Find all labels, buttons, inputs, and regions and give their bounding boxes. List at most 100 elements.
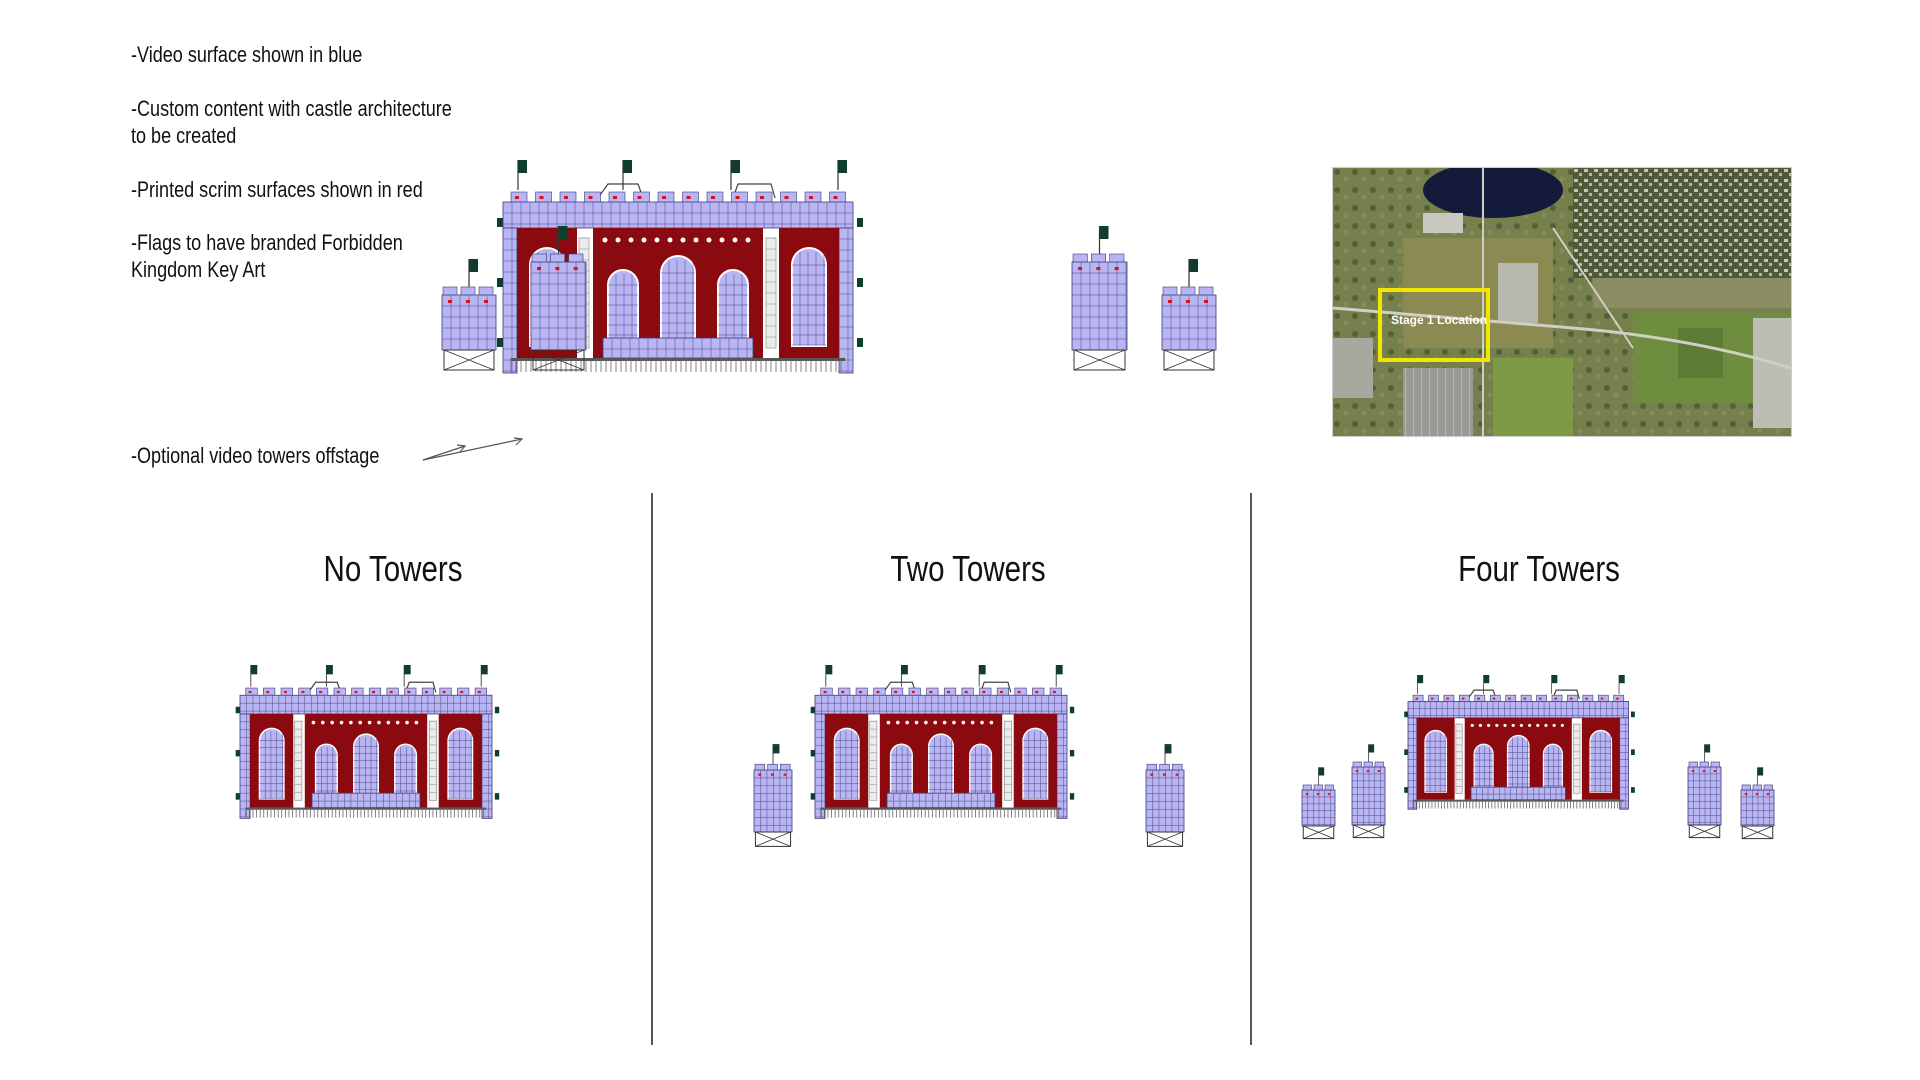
v4-left-arch-video <box>1424 729 1448 793</box>
main-top-flag-3 <box>731 160 740 173</box>
v4-far-left-tower-video <box>1301 789 1336 827</box>
v4-top-video-band <box>1407 701 1629 719</box>
v2-left-arch-video <box>833 727 860 800</box>
v4-far-right-tower-flag <box>1757 767 1764 776</box>
main-right-tower <box>1071 226 1128 371</box>
v0-top-flag-1 <box>250 665 258 675</box>
stage-location-label: Stage 1 Location <box>1391 313 1487 327</box>
v0-left-arch-video <box>258 727 285 800</box>
v4-right-arch-video <box>1589 729 1613 793</box>
v4-top-flag-1 <box>1417 675 1424 684</box>
main-side-flag-4 <box>857 218 863 227</box>
main-center-arch-video-3 <box>717 269 749 359</box>
main-far-left-tower-flag <box>469 259 478 272</box>
v2-right-video-column <box>1056 713 1068 819</box>
v2-top-flag-2 <box>901 665 908 675</box>
main-side-flag-1 <box>497 218 503 227</box>
v0-castle <box>235 665 500 819</box>
v4-left-tower-video <box>1351 766 1386 826</box>
v0-side-flag-2 <box>235 749 240 757</box>
v2-lower-video-band <box>886 792 996 808</box>
v0-side-flag-3 <box>235 793 240 800</box>
heading-four towers: Four Towers <box>1458 548 1620 589</box>
variant-four-towers-rendering <box>1300 675 1800 865</box>
v2-right-arch-video <box>1022 727 1049 800</box>
v4-left-tower <box>1351 744 1386 839</box>
v4-side-flag-2 <box>1404 749 1408 756</box>
heading-two-towers: Two Towers <box>890 548 1046 589</box>
v2-center-arch-video-2 <box>928 733 954 809</box>
v0-right-arch-video <box>447 727 474 800</box>
v4-left-tower-flag <box>1368 744 1375 753</box>
main-top-flag-1 <box>518 160 527 173</box>
main-top-flag-2 <box>623 160 632 173</box>
main-center-arch-video-1 <box>607 269 639 359</box>
v0-top-flag-3 <box>404 665 411 675</box>
v4-side-flag-4 <box>1631 711 1635 718</box>
v0-top-flag-4 <box>481 665 488 675</box>
v0-side-flag-5 <box>494 749 500 757</box>
v2-side-flag-4 <box>1069 706 1075 714</box>
main-far-left-tower <box>441 259 497 371</box>
v0-center-arch-video-2 <box>353 733 379 809</box>
v4-right-tower-flag <box>1704 744 1711 753</box>
v2-right-tower-flag <box>1165 744 1172 754</box>
main-center-arch-video-2 <box>660 255 696 359</box>
v4-side-flag-1 <box>1404 711 1408 718</box>
main-side-flag-6 <box>857 338 863 347</box>
v4-left-video-column <box>1407 717 1418 810</box>
v4-right-tower <box>1687 744 1722 839</box>
v4-lower-video-band <box>1470 786 1566 801</box>
v2-top-flag-1 <box>825 665 833 675</box>
v0-side-flag-6 <box>494 793 500 800</box>
v0-side-flag-1 <box>235 706 240 714</box>
optional-towers-arrows <box>422 437 524 461</box>
v4-side-flag-5 <box>1631 749 1635 756</box>
v2-side-flag-3 <box>810 793 815 800</box>
note-flags: -Flags to have branded Forbidden Kingdom… <box>131 230 403 282</box>
main-left-tower <box>530 226 587 371</box>
v2-side-flag-6 <box>1069 793 1075 800</box>
v0-side-flag-4 <box>494 706 500 714</box>
main-side-flag-3 <box>497 338 503 347</box>
stage-location-box <box>1378 288 1490 362</box>
main-lower-video-band <box>602 337 754 359</box>
main-right-arch-video <box>791 247 827 347</box>
v2-left-tower <box>753 744 793 847</box>
aerial-site-map: Stage 1 Location <box>1332 167 1792 437</box>
v4-top-flag-3 <box>1551 675 1558 684</box>
main-far-right-tower-flag <box>1189 259 1198 272</box>
v4-side-flag-3 <box>1404 787 1408 793</box>
note-optional-towers: -Optional video towers offstage <box>131 443 380 468</box>
note-video-surface: -Video surface shown in blue <box>131 42 363 67</box>
heading-no-towers: No Towers <box>323 548 463 589</box>
v4-top-flag-2 <box>1483 675 1490 684</box>
v4-far-left-tower <box>1301 767 1336 840</box>
main-stage-rendering <box>440 160 1240 450</box>
v2-left-tower-flag <box>773 744 780 754</box>
main-left-tower-flag <box>558 226 568 239</box>
v4-far-right-tower-video <box>1740 789 1775 827</box>
divider-right <box>1250 493 1252 1045</box>
note-custom-content: -Custom content with castle architecture… <box>131 96 452 148</box>
v4-right-tower-video <box>1687 766 1722 826</box>
v4-top-flag-4 <box>1619 675 1625 684</box>
main-side-flag-2 <box>497 278 503 287</box>
v4-castle <box>1404 675 1635 810</box>
v2-castle <box>810 665 1075 819</box>
note-printed-scrim: -Printed scrim surfaces shown in red <box>131 177 423 202</box>
v2-side-flag-2 <box>810 749 815 757</box>
v2-right-tower <box>1145 744 1185 847</box>
v2-side-flag-5 <box>1069 749 1075 757</box>
variant-no-towers-rendering <box>230 665 570 865</box>
main-far-right-tower <box>1161 259 1217 371</box>
v2-side-flag-1 <box>810 706 815 714</box>
v0-lower-video-band <box>311 792 421 808</box>
divider-left <box>651 493 653 1045</box>
v0-top-flag-2 <box>326 665 333 675</box>
v4-far-right-tower <box>1740 767 1775 840</box>
main-top-flag-4 <box>838 160 847 173</box>
main-right-tower-flag <box>1099 226 1109 239</box>
main-side-flag-5 <box>857 278 863 287</box>
v4-side-flag-6 <box>1631 787 1635 793</box>
